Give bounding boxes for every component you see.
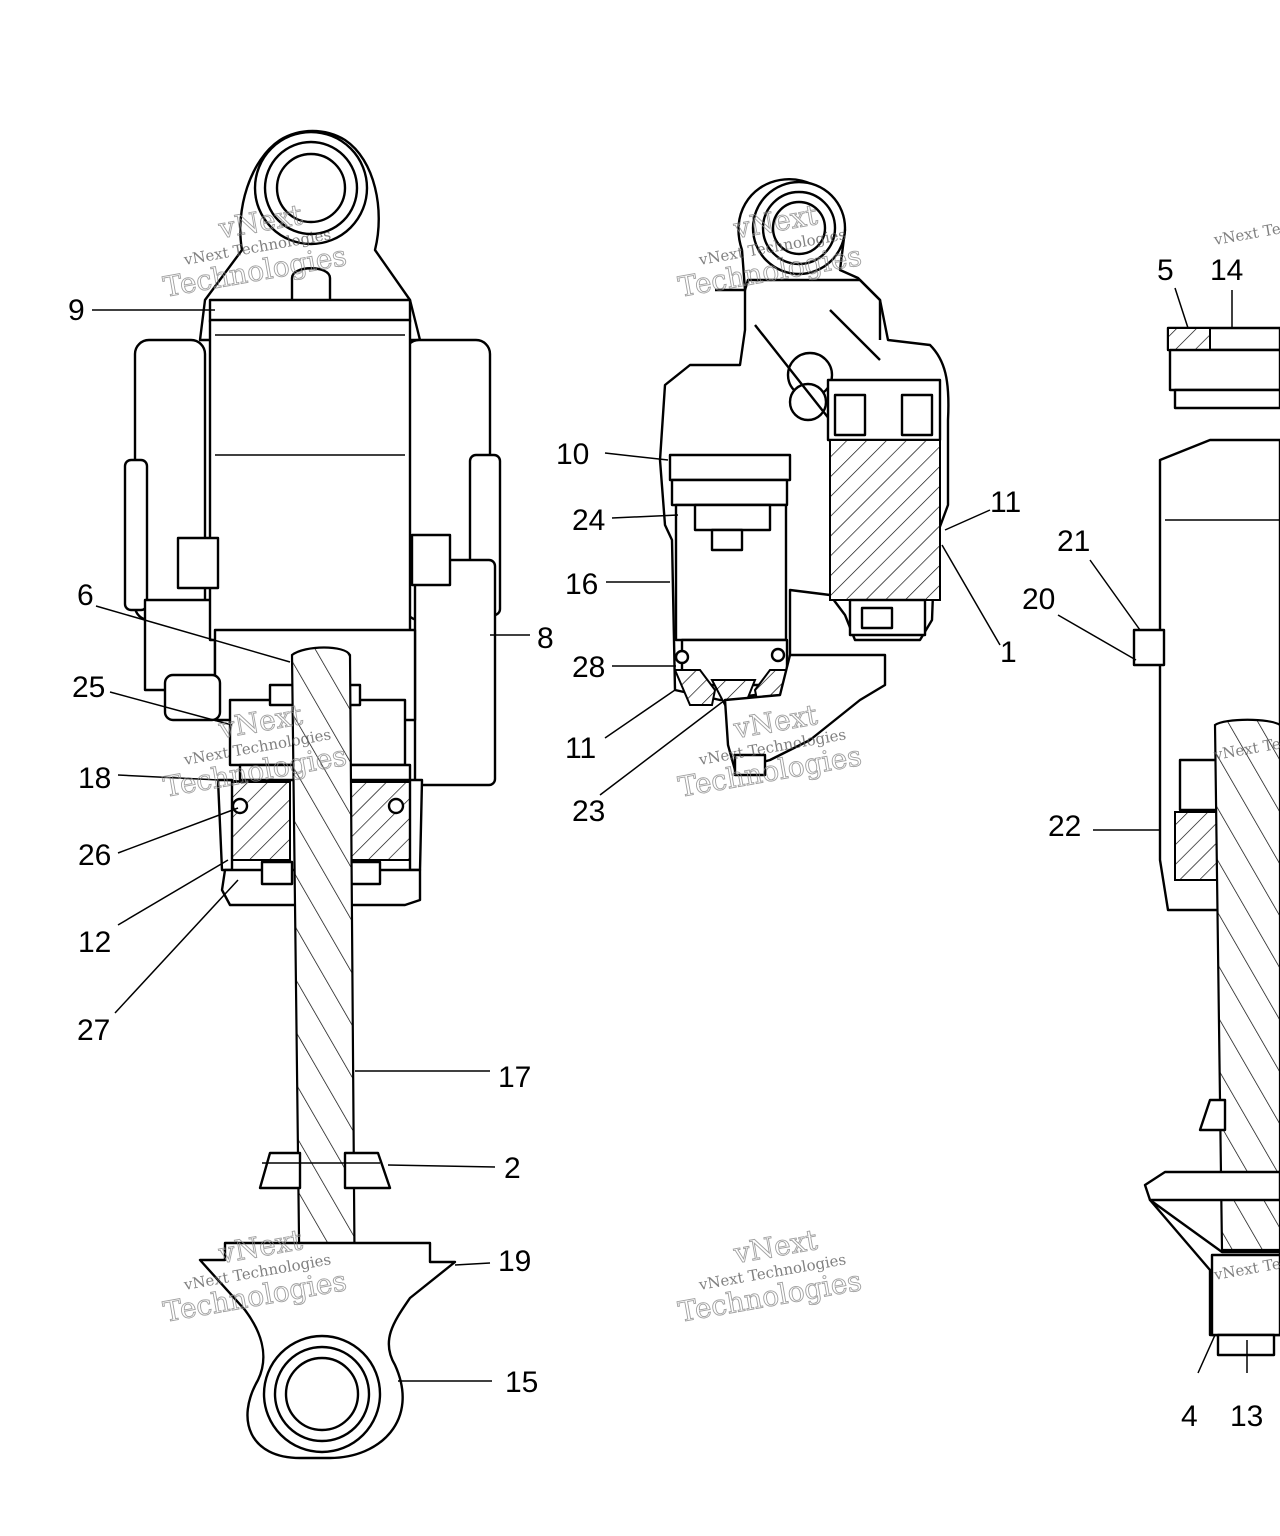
callout-23: 23 xyxy=(572,795,605,828)
callout-15: 15 xyxy=(505,1366,538,1399)
callout-25: 25 xyxy=(72,671,105,704)
left-cylinder xyxy=(668,453,792,706)
callout-9: 9 xyxy=(68,294,85,327)
callout-13: 13 xyxy=(1230,1400,1263,1433)
callout-21: 21 xyxy=(1057,525,1090,558)
left-shock-assembly xyxy=(123,129,502,1460)
leader-lines xyxy=(92,287,1248,1382)
callout-22: 22 xyxy=(1048,810,1081,843)
callout-27: 27 xyxy=(77,1014,110,1047)
callout-12: 12 xyxy=(78,926,111,959)
right-shock-assembly-partial xyxy=(1132,326,1280,1357)
callout-16: 16 xyxy=(565,568,598,601)
svg-text:vNext Te: vNext Te xyxy=(1212,219,1280,249)
right-piston-block xyxy=(826,378,942,637)
callout-labels: 9 6 25 18 26 12 27 8 17 2 19 15 10 24 16… xyxy=(68,254,1263,1433)
callout-11-right: 11 xyxy=(990,486,1021,519)
callout-18: 18 xyxy=(78,762,111,795)
shaft xyxy=(290,646,357,1322)
callout-8: 8 xyxy=(537,622,554,655)
watermark-6: vNext vNext Technologies Technologies xyxy=(675,1223,864,1330)
callout-1: 1 xyxy=(1000,636,1017,669)
callout-6: 6 xyxy=(77,579,94,612)
callout-11: 11 xyxy=(565,732,596,765)
bottom-eye-mount xyxy=(198,1241,457,1460)
center-reservoir-assembly xyxy=(658,178,950,777)
callout-14: 14 xyxy=(1210,254,1243,287)
watermark-7-partial: vNext Te xyxy=(1212,219,1280,249)
top-eye-mount xyxy=(198,129,422,342)
callout-26: 26 xyxy=(78,839,111,872)
callout-10: 10 xyxy=(556,438,589,471)
callout-5: 5 xyxy=(1157,254,1174,287)
callout-17: 17 xyxy=(498,1061,531,1094)
callout-2: 2 xyxy=(504,1152,521,1185)
callout-20: 20 xyxy=(1022,583,1055,616)
callout-24: 24 xyxy=(572,504,605,537)
callout-28: 28 xyxy=(572,651,605,684)
watermark-4: vNext vNext Technologies Technologies xyxy=(675,698,864,805)
callout-4: 4 xyxy=(1181,1400,1198,1433)
callout-19: 19 xyxy=(498,1245,531,1278)
